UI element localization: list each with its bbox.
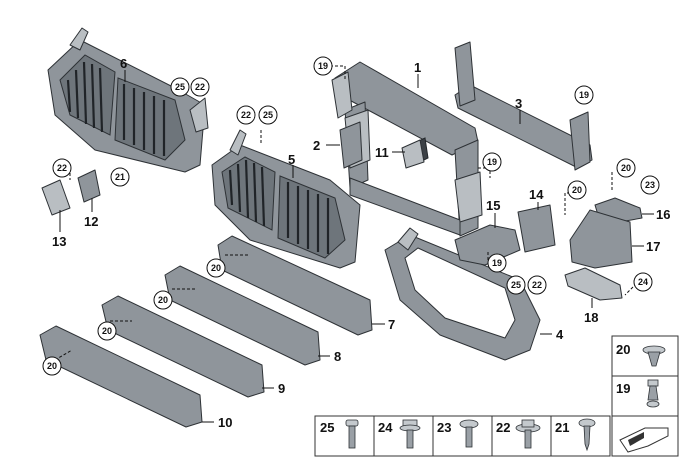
circled-19: 19: [487, 157, 497, 167]
air-duct-15: [454, 224, 521, 266]
air-duct-17: [569, 209, 633, 269]
legend-label-20: 20: [616, 342, 630, 357]
callout-2: 2: [313, 138, 320, 153]
circled-19: 19: [318, 61, 328, 71]
legend-right: 20 19: [611, 335, 679, 457]
bracket-18: [564, 267, 623, 301]
callout-17: 17: [646, 239, 660, 254]
callout-14: 14: [529, 187, 544, 202]
bracket-2: [339, 121, 363, 169]
circled-21: 21: [115, 172, 125, 182]
grille-frame-6: [47, 27, 209, 173]
callout-numbers: 6 5 1 2 3 4 7 8 9 10 11 12 13 14 15 16 1…: [52, 56, 670, 430]
arrow-symbol-icon: [619, 427, 669, 453]
grille-frame-5: [211, 129, 361, 269]
callout-16: 16: [656, 207, 670, 222]
legend-label-25: 25: [320, 420, 334, 435]
circled-23: 23: [645, 180, 655, 190]
circled-25: 25: [263, 110, 273, 120]
screw-25-icon: [345, 419, 359, 449]
callout-8: 8: [334, 349, 341, 364]
circled-22: 22: [57, 163, 67, 173]
circled-22: 22: [241, 110, 251, 120]
callout-7: 7: [388, 317, 395, 332]
bumper-carrier-4: [384, 227, 541, 361]
cross-member-3: [454, 41, 593, 171]
callout-11: 11: [375, 145, 389, 160]
callout-9: 9: [278, 381, 285, 396]
circled-19: 19: [579, 90, 589, 100]
circled-20: 20: [158, 295, 168, 305]
legend-label-21: 21: [555, 420, 569, 435]
callout-5: 5: [288, 152, 295, 167]
callout-15: 15: [486, 198, 500, 213]
circled-20: 20: [572, 185, 582, 195]
circled-19: 19: [492, 258, 502, 268]
circled-20: 20: [102, 326, 112, 336]
callout-6: 6: [120, 56, 127, 71]
callout-12: 12: [84, 214, 98, 229]
clip-19-icon: [646, 379, 660, 408]
legend-label-22: 22: [496, 420, 510, 435]
screw-22-icon: [515, 419, 541, 449]
callout-13: 13: [52, 234, 66, 249]
callout-4: 4: [556, 327, 564, 342]
callout-10: 10: [218, 415, 232, 430]
circled-24: 24: [638, 277, 648, 287]
callout-3: 3: [515, 96, 522, 111]
bracket-13: [41, 179, 71, 216]
circled-callouts: 25 22 22 25 19 19 19 19 22 21 20 20 23 2…: [42, 56, 660, 376]
clip-20-icon: [642, 345, 666, 367]
air-duct-14: [517, 204, 556, 253]
bracket-12: [77, 169, 101, 203]
legend-label-19: 19: [616, 381, 630, 396]
callout-1: 1: [414, 60, 421, 75]
callout-18: 18: [584, 310, 598, 325]
circled-22: 22: [532, 280, 542, 290]
circled-25: 25: [511, 280, 521, 290]
circled-25: 25: [175, 82, 185, 92]
circled-20: 20: [211, 263, 221, 273]
bracket-11: [401, 139, 425, 169]
screw-24-icon: [399, 419, 421, 449]
circled-20: 20: [621, 163, 631, 173]
circled-20: 20: [47, 361, 57, 371]
screw-23-icon: [459, 419, 479, 448]
leader-lines: [59, 70, 654, 423]
screw-21-icon: [578, 418, 596, 452]
legend-label-24: 24: [378, 420, 393, 435]
circled-22: 22: [195, 82, 205, 92]
legend-bottom: 25 24 23 22 21: [314, 415, 611, 457]
legend-label-23: 23: [437, 420, 451, 435]
